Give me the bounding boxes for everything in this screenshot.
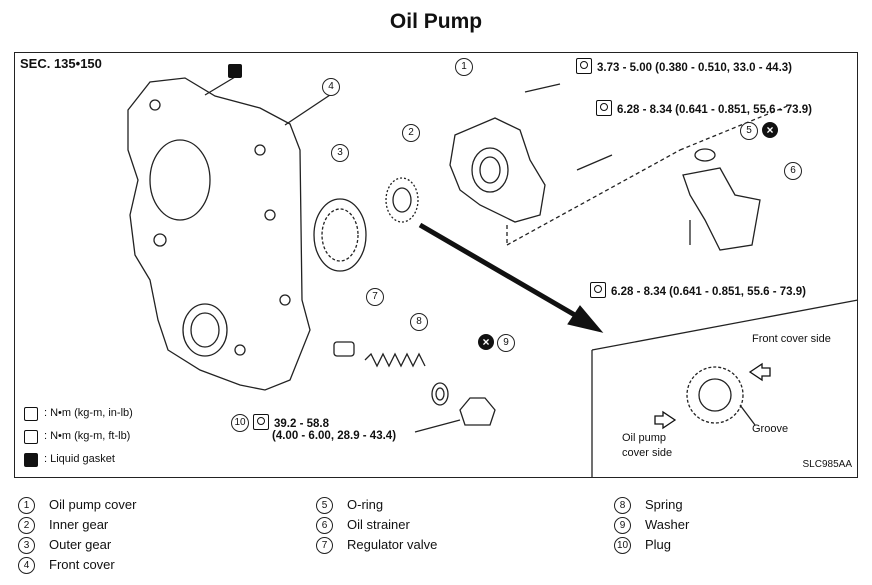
torque-pump-bolt: 6.28 - 8.34 (0.641 - 0.851, 55.6 - 73.9) [596,100,812,116]
callout-10: 10 [231,414,249,432]
washer-shape [431,382,449,406]
replace-mark-icon: × [762,122,778,138]
torque-strainer-bolt: 6.28 - 8.34 (0.641 - 0.851, 55.6 - 73.9) [590,282,806,298]
torque-icon [596,100,612,116]
torque-plug-line2: (4.00 - 6.00, 28.9 - 43.4) [272,430,397,442]
legend-nm-ft: : N•m (kg-m, ft-lb) [44,430,131,442]
callout-1: 1 [455,58,473,76]
callout-5: 5 [740,122,758,140]
figure-code: SLC985AA [802,459,852,470]
page-title: Oil Pump [389,10,483,33]
oil-pump-cover-side-label-2: cover side [622,447,673,459]
callout-4: 4 [322,78,340,96]
torque-cover-bolt: 3.73 - 5.00 (0.380 - 0.510, 33.0 - 44.3) [576,58,792,74]
detail-arrow [418,222,604,333]
callout-6: 6 [784,162,802,180]
section-label: SEC. 135•150 [20,56,102,71]
callout-9: 9 [497,334,515,352]
torque-ft-lb-icon [24,430,38,444]
oil-pump-cover-shape [449,117,546,223]
oil-strainer-shape [682,167,761,251]
spring-shape [364,352,426,368]
inner-gear-shape [385,177,419,223]
detail-gear-shape [686,366,744,424]
liquid-gasket-icon [24,453,38,467]
torque-icon [576,58,592,74]
front-cover-shape [127,77,311,391]
liquid-gasket-icon [228,64,242,78]
callout-7: 7 [366,288,384,306]
torque-plug: 39.2 - 58.8 [253,414,329,430]
torque-in-lb-icon [24,407,38,421]
regulator-valve-shape [333,341,355,357]
torque-icon [590,282,606,298]
callout-8: 8 [410,313,428,331]
oil-pump-cover-side-label-1: Oil pump [622,432,667,444]
replace-mark-icon: × [478,334,494,350]
callout-3: 3 [331,144,349,162]
legend-gasket: : Liquid gasket [44,453,115,465]
diagram-frame [14,52,858,478]
outer-gear-shape [313,198,367,272]
callout-2: 2 [402,124,420,142]
legend-nm-in: : N•m (kg-m, in-lb) [44,407,133,419]
torque-icon [253,414,269,430]
groove-label: Groove [752,423,789,435]
front-cover-side-label: Front cover side [752,333,831,345]
plug-shape [459,397,496,426]
